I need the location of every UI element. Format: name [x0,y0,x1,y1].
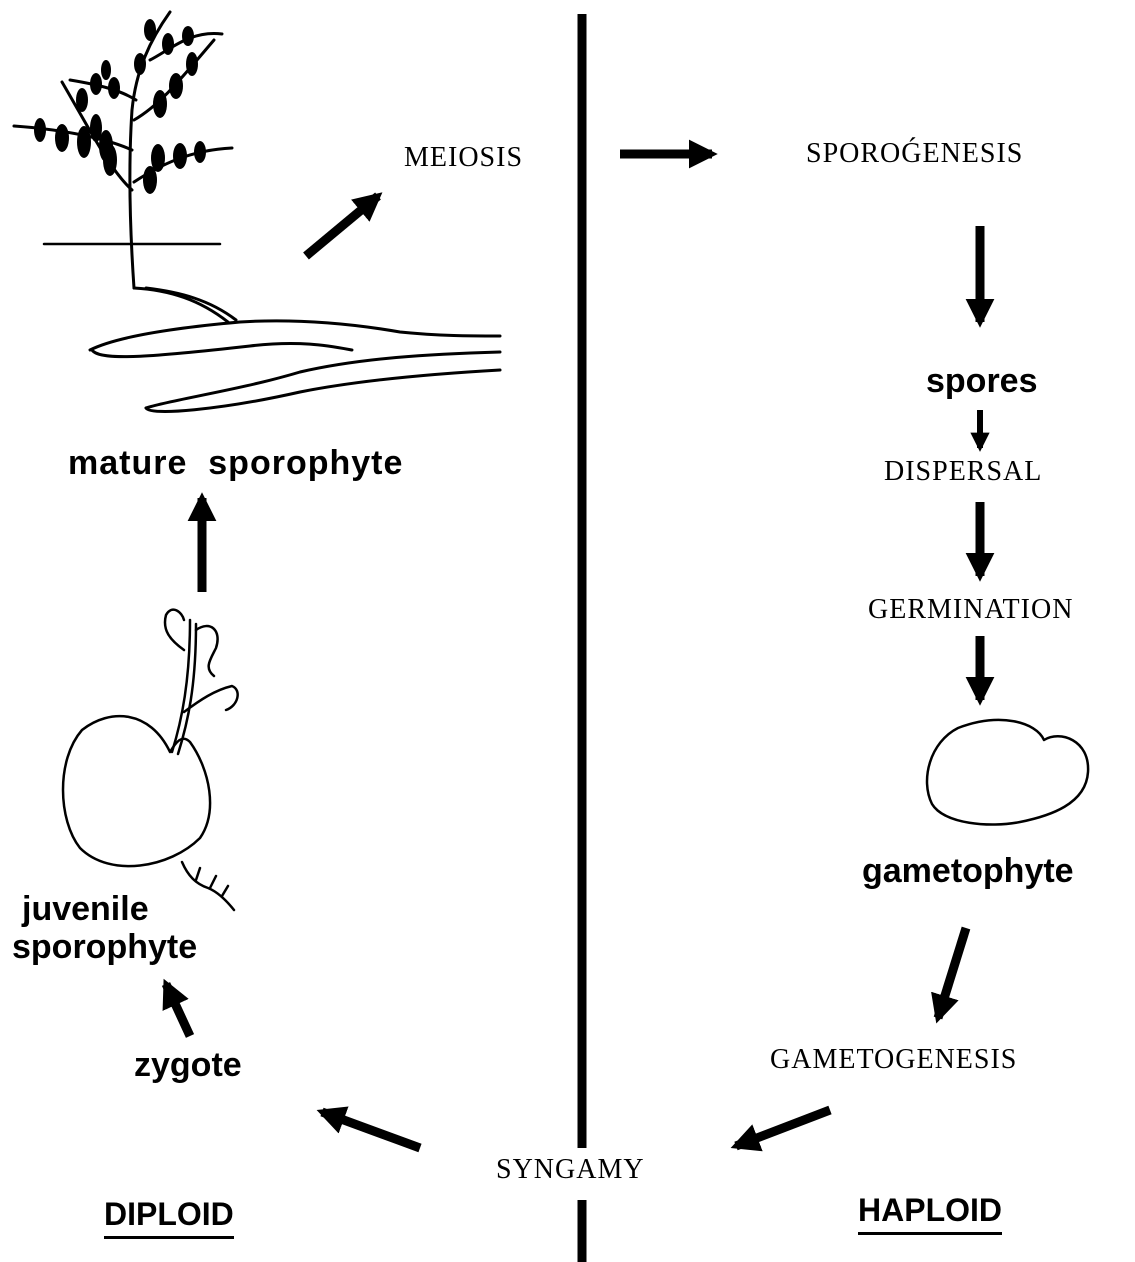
arrow-to-syngamy [736,1110,830,1146]
gametophyte-illustration [927,720,1088,825]
juvenile-sporophyte-illustration [63,610,238,910]
arrow-to-zygote [322,1112,420,1148]
arrow-to-juvenile [166,984,190,1036]
zygote-label: zygote [134,1048,242,1082]
arrow-to-meiosis [306,196,378,256]
sporogenesis-label: SPOROǴENESIS [806,140,1023,168]
juvenile-sporophyte-label-line2: sporophyte [12,930,197,964]
syngamy-label: SYNGAMY [496,1156,645,1184]
germination-label: GERMINATION [868,596,1073,624]
arrow-to-gametogenesis [938,928,966,1018]
gametophyte-label: gametophyte [862,854,1074,888]
juvenile-sporophyte-label-line1: juvenile [22,892,149,926]
spores-label: spores [926,364,1038,398]
meiosis-label: MEIOSIS [404,144,523,172]
haploid-heading: HAPLOID [858,1194,1002,1235]
gametogenesis-label: GAMETOGENESIS [770,1046,1017,1074]
mature-sporophyte-illustration [14,12,500,411]
mature-sporophyte-label: mature sporophyte [68,446,403,480]
diploid-heading: DIPLOID [104,1198,234,1239]
dispersal-label: DISPERSAL [884,458,1042,486]
